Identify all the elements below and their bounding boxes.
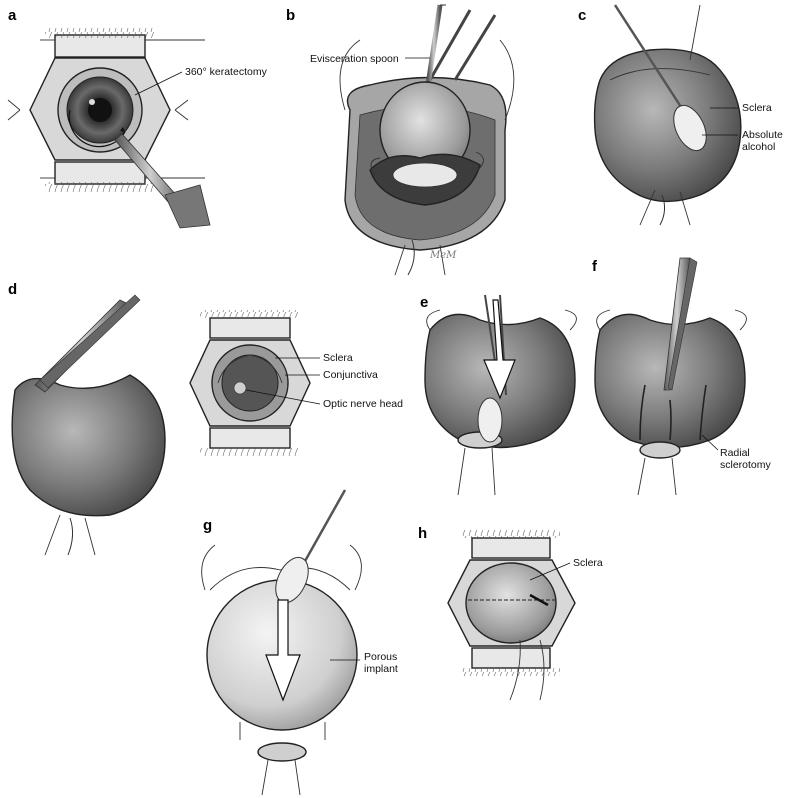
panel-letter-e: e [420,294,428,311]
label-sclera-d: Sclera [323,352,353,364]
panel-g: g Porous implant [201,489,398,796]
panel-c: c Sclera Absolute alcohol [578,4,783,226]
arrow-down-icon [265,599,301,702]
label-conjunctiva: Conjunctiva [323,369,378,381]
label-evisceration-spoon: Evisceration spoon [310,53,399,65]
label-360-keratectomy: 360° keratectomy [185,66,268,78]
panel-e: e [420,294,577,496]
panel-letter-h: h [418,525,427,542]
scissors-icon [34,294,141,393]
panel-letter-f: f [592,258,598,275]
panel-letter-a: a [8,7,17,24]
scissors-icon [663,257,698,391]
panel-a: a 360° keratectomy [7,7,268,229]
label-sclera-h: Sclera [573,557,603,569]
panel-h: h Sclera [418,525,603,701]
arrow-down-icon [483,299,516,400]
label-sclera-c: Sclera [742,102,772,114]
panel-b: b MeM Evisceration spoon [286,4,515,276]
label-absolute: Absolute [742,129,783,141]
label-sclerotomy: sclerotomy [720,459,772,471]
panel-d: d Sclera Conjunctiva Optic nerve head [8,281,403,556]
label-implant: implant [364,663,398,675]
panel-letter-b: b [286,7,295,24]
label-porous: Porous [364,651,397,663]
label-radial: Radial [720,447,750,459]
panel-letter-c: c [578,7,586,24]
cotton-swab-icon [275,489,347,604]
panel-letter-g: g [203,517,212,534]
label-alcohol: alcohol [742,141,775,153]
cotton-swab-icon [613,4,707,152]
forceps-icon [114,133,211,229]
panel-letter-d: d [8,281,17,298]
panel-f: f Radial sclerotomy [592,257,772,496]
label-optic-nerve-head: Optic nerve head [323,398,403,410]
artist-signature: MeM [429,250,457,261]
